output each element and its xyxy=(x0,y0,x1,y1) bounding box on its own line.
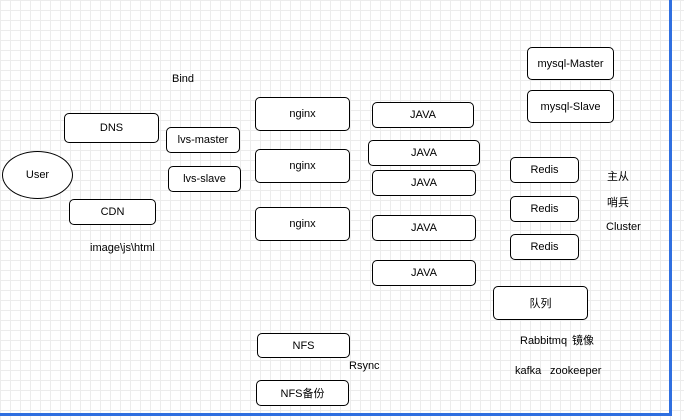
nginx-node-2[interactable]: nginx xyxy=(255,149,350,183)
redis-node-3[interactable]: Redis xyxy=(510,234,579,260)
lvs-master-node[interactable]: lvs-master xyxy=(166,127,240,153)
redis-node-1[interactable]: Redis xyxy=(510,157,579,183)
nfs-node[interactable]: NFS xyxy=(257,333,350,358)
rabbitmq-label: Rabbitmq xyxy=(520,335,568,347)
cdn-node[interactable]: CDN xyxy=(69,199,156,225)
java-node-5[interactable]: JAVA xyxy=(372,260,476,286)
dns-node[interactable]: DNS xyxy=(64,113,159,143)
canvas-right-edge xyxy=(669,0,672,416)
rabbitmq-mirror-label: 镜像 xyxy=(572,335,594,347)
user-node[interactable]: User xyxy=(2,151,73,199)
redis-cluster-label: Cluster xyxy=(606,221,641,233)
mysql-master-node[interactable]: mysql-Master xyxy=(527,47,614,80)
zookeeper-label: zookeeper xyxy=(550,365,602,377)
queue-node[interactable]: 队列 xyxy=(493,286,588,320)
redis-sentinel-label: 哨兵 xyxy=(607,197,629,209)
lvs-slave-node[interactable]: lvs-slave xyxy=(168,166,241,192)
canvas-bottom-edge xyxy=(0,413,672,416)
java-node-3[interactable]: JAVA xyxy=(372,170,476,196)
java-node-4[interactable]: JAVA xyxy=(372,215,476,241)
nfs-backup-node[interactable]: NFS备份 xyxy=(256,380,349,406)
nginx-node-1[interactable]: nginx xyxy=(255,97,350,131)
java-node-1[interactable]: JAVA xyxy=(372,102,474,128)
kafka-label: kafka xyxy=(515,365,542,377)
rsync-label: Rsync xyxy=(349,360,380,372)
bind-label: Bind xyxy=(172,73,195,85)
redis-node-2[interactable]: Redis xyxy=(510,196,579,222)
mysql-slave-node[interactable]: mysql-Slave xyxy=(527,90,614,123)
cdn-content-label: image\js\html xyxy=(90,242,155,254)
java-node-2[interactable]: JAVA xyxy=(368,140,480,166)
redis-master-slave-label: 主从 xyxy=(607,171,629,183)
nginx-node-3[interactable]: nginx xyxy=(255,207,350,241)
